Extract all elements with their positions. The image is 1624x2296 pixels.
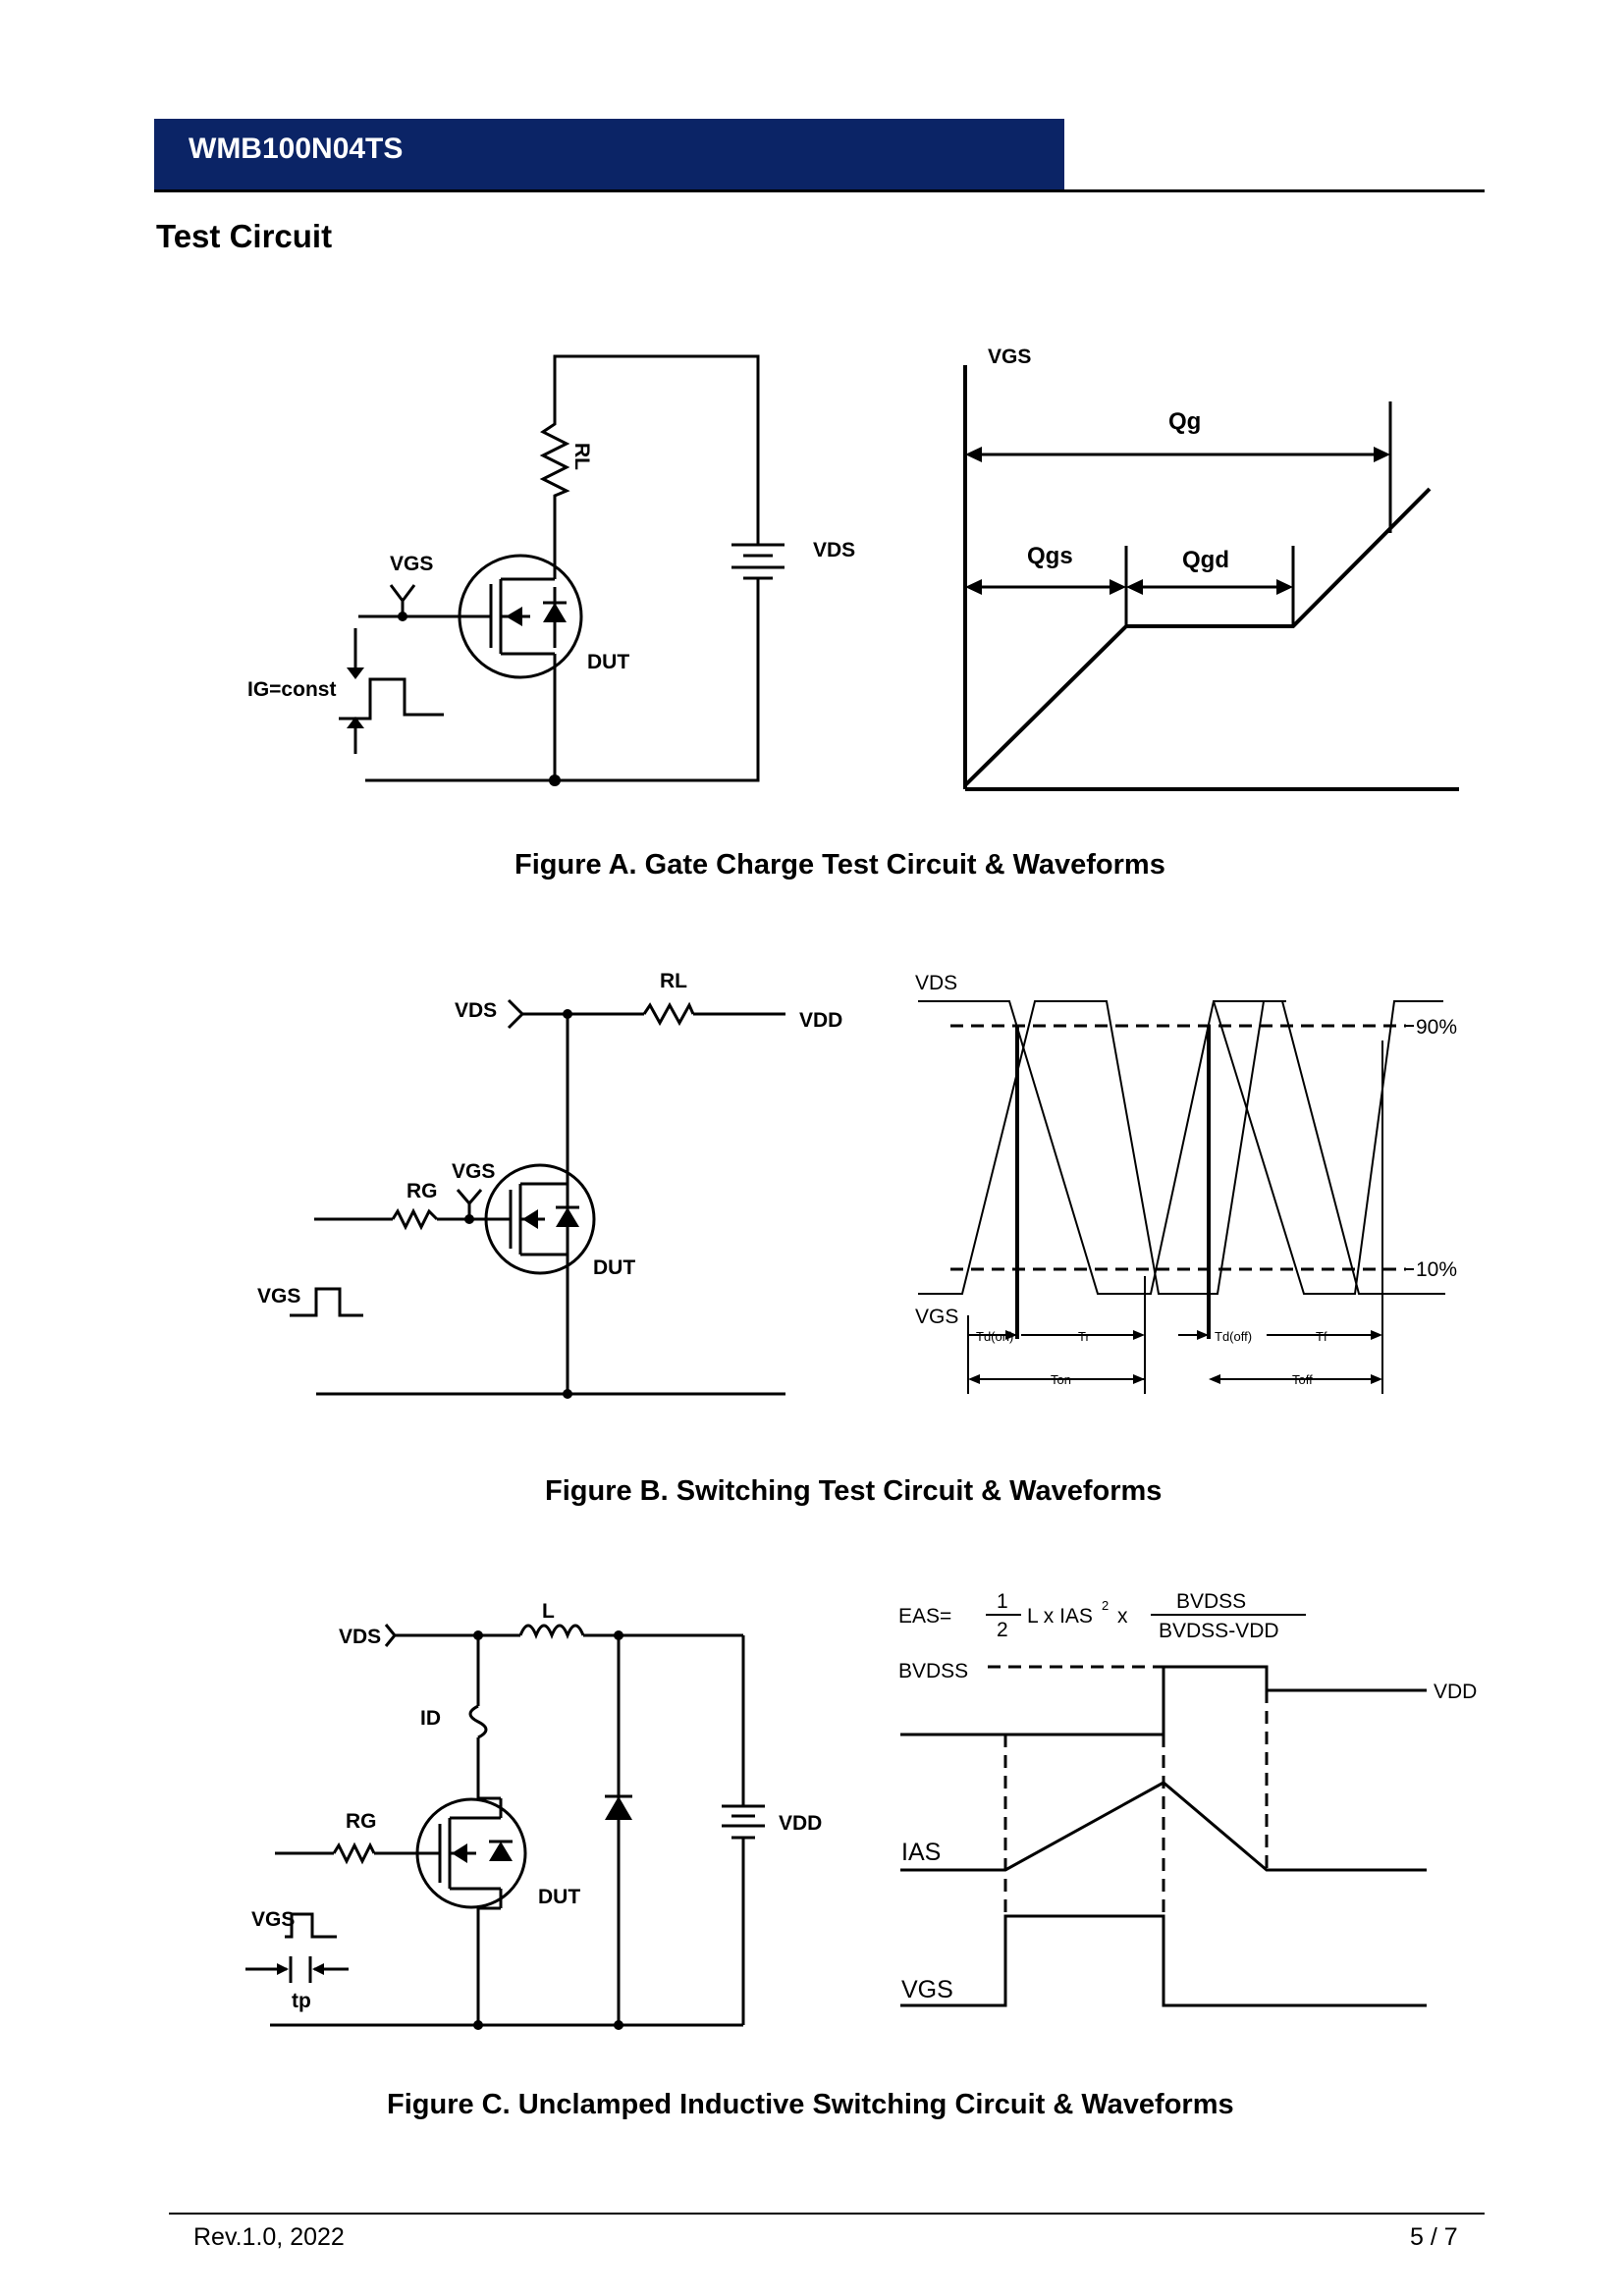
dut-label: DUT (538, 1886, 580, 1908)
ton-label: Ton (1051, 1372, 1071, 1387)
vds-wave-label: VDS (915, 972, 957, 994)
tp-label: tp (292, 1990, 311, 2012)
ias-label: IAS (901, 1839, 941, 1866)
eas-bvdss-den: BVDSS-VDD (1159, 1620, 1279, 1642)
part-number-title: WMB100N04TS (189, 133, 404, 165)
id-label: ID (420, 1707, 441, 1730)
vds-label: VDS (455, 999, 497, 1022)
rl-label: RL (660, 970, 687, 992)
eas-bvdss-num: BVDSS (1176, 1590, 1246, 1613)
qgd-label: Qgd (1182, 547, 1229, 573)
section-title: Test Circuit (156, 218, 333, 254)
header-bar (154, 119, 1064, 189)
ig-label: IG=const (247, 678, 336, 701)
vds-label: VDS (813, 539, 855, 561)
rg-label: RG (406, 1180, 438, 1202)
vgs-axis-label: VGS (988, 346, 1031, 368)
vgs-label: VGS (251, 1908, 295, 1931)
td-off-label: Td(off) (1215, 1329, 1252, 1344)
p10-label: 10% (1416, 1258, 1457, 1281)
vgs-pulse-label: VGS (257, 1285, 300, 1308)
eas-times: x (1117, 1605, 1128, 1628)
eas-label: EAS= (898, 1605, 951, 1628)
l-label: L (542, 1600, 555, 1623)
header-rule (154, 189, 1485, 192)
vgs-wave-label: VGS (901, 1976, 953, 2003)
footer-rule (169, 2213, 1485, 2215)
td-on-label: Td(on) (976, 1329, 1013, 1344)
eas-denominator: 2 (997, 1619, 1008, 1641)
vdd-label: VDD (799, 1009, 842, 1032)
qgs-label: Qgs (1027, 543, 1073, 569)
eas-l-ias: L x IAS (1027, 1605, 1093, 1628)
vgs-wave-label: VGS (915, 1306, 958, 1328)
p90-label: 90% (1416, 1016, 1457, 1039)
footer-revision: Rev.1.0, 2022 (193, 2223, 345, 2251)
eas-numerator: 1 (997, 1590, 1008, 1613)
tf-label: Tf (1316, 1329, 1327, 1344)
dut-label: DUT (593, 1256, 635, 1279)
dut-label: DUT (587, 651, 629, 673)
figure-b-caption: Figure B. Switching Test Circuit & Wavef… (545, 1475, 1163, 1507)
eas-square: 2 (1102, 1598, 1109, 1613)
footer-page-number: 5 / 7 (1410, 2223, 1458, 2251)
figure-c-caption: Figure C. Unclamped Inductive Switching … (387, 2089, 1234, 2120)
vdd-wave-label: VDD (1434, 1681, 1477, 1703)
qg-label: Qg (1168, 408, 1201, 435)
figure-a-caption: Figure A. Gate Charge Test Circuit & Wav… (514, 849, 1165, 881)
vds-label: VDS (339, 1626, 381, 1648)
vgs-node-label: VGS (452, 1160, 495, 1183)
rg-label: RG (346, 1810, 377, 1833)
rl-label: RL (570, 443, 593, 470)
toff-label: Toff (1292, 1372, 1313, 1387)
bvdss-label: BVDSS (898, 1660, 968, 1682)
vgs-label: VGS (390, 553, 433, 575)
tr-label: Tr (1078, 1329, 1090, 1344)
vdd-label: VDD (779, 1812, 822, 1835)
